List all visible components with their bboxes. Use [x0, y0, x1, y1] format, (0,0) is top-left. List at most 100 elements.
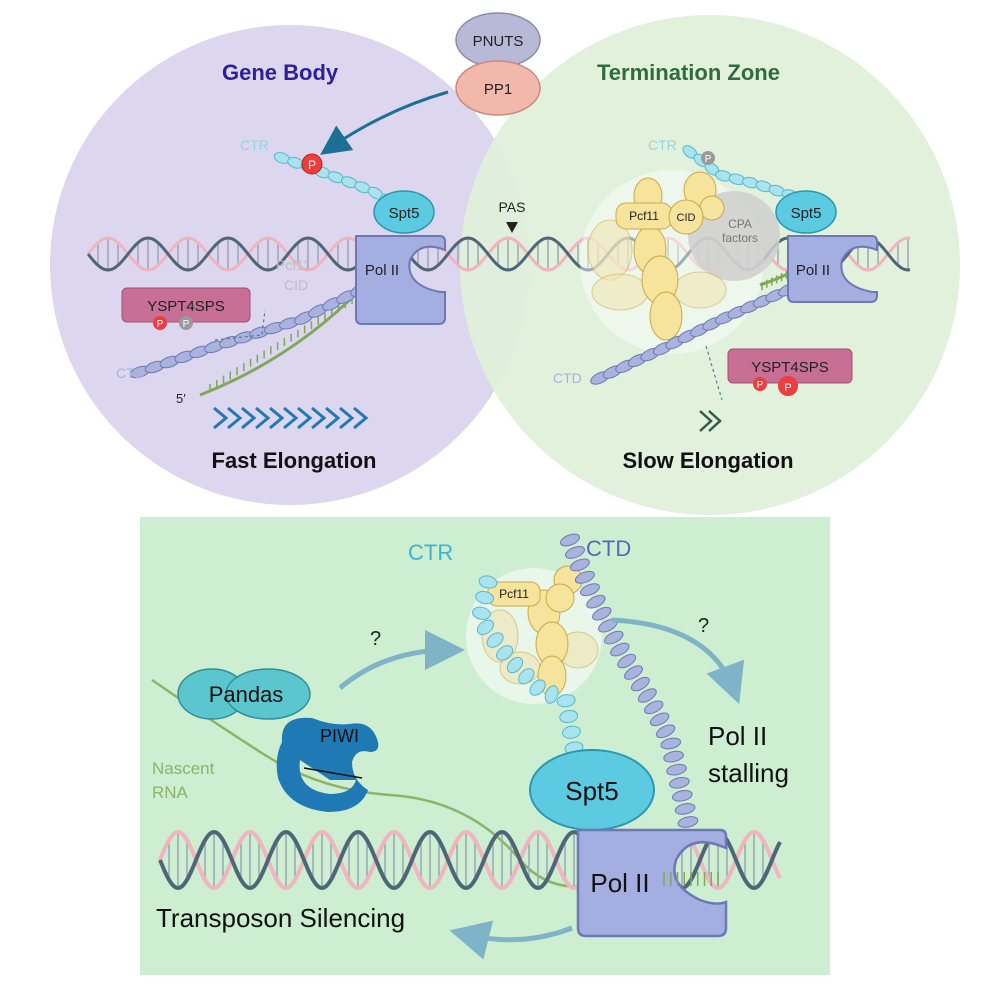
right-yspt-phospho-1 [753, 377, 767, 391]
right-factors-label: factors [722, 231, 758, 245]
right-yspt-phospho-2 [778, 376, 798, 396]
pcf11-lobe [649, 291, 683, 341]
right-cpa-label: CPA [728, 217, 752, 231]
piwi-guide-rna [303, 767, 363, 779]
ctd-bead [624, 665, 643, 680]
ctr-bead [476, 619, 495, 636]
ctd-bead [669, 776, 690, 789]
pandas-shape-right [225, 668, 311, 720]
left-pol2-label: Pol II [365, 262, 399, 279]
right-cid-shape [668, 199, 704, 235]
left-yspt-phospho-2 [179, 316, 193, 330]
ctd-bead [574, 570, 595, 584]
ctd-bead [671, 789, 693, 802]
ctd-bead [666, 763, 687, 776]
ctr-bead [556, 694, 576, 708]
silencing-arrow [449, 920, 573, 960]
fast-chevron [227, 406, 243, 430]
ctd-bead [617, 653, 637, 669]
fast-chevron [269, 406, 285, 430]
fast-chevron [241, 406, 257, 430]
ctr-bead [518, 668, 535, 685]
ctr-bead [559, 709, 579, 724]
pol2-stalling-line2: stalling [708, 758, 789, 788]
right-yspt-phospho-2-label: P [784, 382, 791, 394]
right-yspt-label: YSPT4SPS [751, 359, 829, 376]
question-mark-right: ? [698, 615, 709, 637]
fast-chevrons [213, 406, 369, 430]
slow-elongation-caption: Slow Elongation [622, 448, 793, 473]
ctr-bead [472, 606, 491, 620]
dna-strand-pink [86, 236, 911, 272]
pcf11-lobe [591, 273, 649, 311]
ctd-bead [604, 630, 624, 645]
right-spt5-shape [775, 190, 837, 234]
piwi-shape [276, 717, 379, 812]
left-ctd-label: CTD [116, 365, 145, 381]
piwi-label: PIWI [320, 726, 359, 746]
left-yspt-phospho-1-label: P [157, 319, 164, 330]
bottom-nascent-label: Nascent [152, 759, 215, 778]
fast-chevron [339, 406, 355, 430]
left-five-prime: 5′ [176, 391, 186, 406]
right-pol2-label: Pol II [796, 262, 830, 279]
right-complex: CPA factors Pcf11 CID CTR P CTD Pol II S… [553, 137, 878, 473]
fast-chevron [255, 406, 271, 430]
right-ctr-label: CTR [648, 137, 677, 153]
ctr-bead [496, 645, 514, 661]
bottom-pol2-shape [576, 828, 728, 938]
ctd-bead [663, 750, 684, 763]
left-ctr-phospho-label: P [308, 158, 316, 172]
right-ctr-phospho-label: P [705, 154, 712, 165]
pol2-stalling-line1: Pol II [708, 721, 767, 751]
ctd-bead [637, 688, 657, 703]
pp1-shape [455, 60, 541, 116]
bottom-ctd-chain [560, 533, 699, 828]
ctd-bead [586, 594, 606, 609]
pnuts-label: PNUTS [473, 33, 524, 50]
gene-body-zone [50, 25, 530, 505]
left-ctr-phospho [301, 153, 323, 175]
pp1-label: PP1 [484, 81, 512, 98]
right-cid-label: CID [677, 212, 696, 224]
termination-zone-title: Termination Zone [597, 60, 780, 85]
fast-chevron [311, 406, 327, 430]
pandas-to-pcf11-arrow [338, 630, 465, 690]
left-pcf11-ghost: Pcf11 [276, 257, 311, 273]
pandas-label: Pandas [209, 682, 284, 707]
bottom-ctr-label: CTR [408, 540, 453, 565]
right-pcf11-blob [587, 171, 727, 341]
transposon-silencing-label: Transposon Silencing [156, 903, 405, 933]
fast-chevron [325, 406, 341, 430]
ctd-bead [649, 712, 670, 727]
ctd-bead [610, 642, 630, 657]
ctd-bead [579, 583, 600, 597]
pcf11-to-stalling-arrow [611, 617, 745, 705]
right-pol2-shape [787, 235, 878, 303]
left-rna-ticks [209, 296, 353, 392]
bottom-rna-ticks [663, 872, 719, 886]
left-cid-ghost: CID [284, 277, 308, 293]
left-pol2-shape [355, 235, 446, 325]
left-spt5-shape [373, 190, 435, 234]
left-yspt-phospho-2-label: P [183, 319, 190, 330]
left-ctr-label: CTR [240, 137, 269, 153]
ctr-bead [544, 685, 559, 704]
bottom-pol2-label: Pol II [590, 868, 649, 898]
question-mark-left: ? [370, 628, 381, 650]
pas-marker [506, 222, 518, 233]
left-ctd-chain [129, 283, 370, 379]
pcf11-lobe [673, 271, 727, 309]
right-pcf11-label: Pcf11 [629, 209, 659, 223]
ctd-bead [660, 737, 682, 750]
bottom-pcf11-label: Pcf11 [499, 587, 529, 601]
ctr-bead [475, 590, 495, 605]
dephosphorylation-arrow [320, 90, 449, 155]
fast-chevron [297, 406, 313, 430]
gene-body-title: Gene Body [222, 60, 339, 85]
ctd-bead [630, 676, 650, 692]
left-nascent-rna [199, 288, 362, 397]
right-ctd-chain [590, 283, 798, 385]
bottom-rna-label: RNA [152, 783, 189, 802]
